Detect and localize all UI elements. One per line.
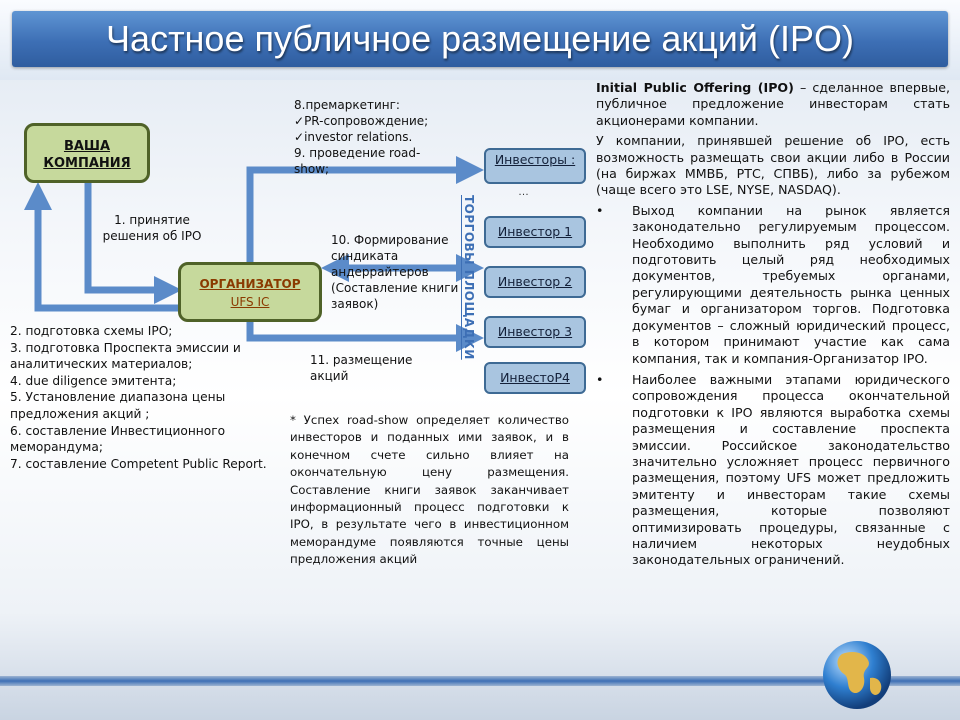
premarketing-item: ✓PR-сопровождение; [294, 113, 444, 129]
slide-title: Частное публичное размещение акций (IPO) [106, 18, 854, 59]
checkmark-icon: ✓ [294, 114, 305, 128]
arrow-organizer-to-company [24, 182, 178, 312]
investors-header-box: Инвесторы : [484, 148, 586, 184]
premarketing-item-label: investor relations. [304, 130, 413, 144]
bullet-item: • Наиболее важными этапами юридического с… [596, 372, 950, 569]
arrow-roadshow [246, 156, 484, 262]
organizer-subtitle: UFS IC [230, 295, 270, 309]
bullet-text: Наиболее важными этапами юридического со… [632, 371, 950, 568]
premarketing-title: 8.премаркетинг: [294, 98, 400, 112]
definition-text: – сделанное впервые, публичное предложен… [596, 80, 950, 128]
globe-icon [823, 641, 891, 709]
arrow-company-to-organizer [84, 183, 182, 304]
trading-platforms-label: ТОРГОВЫ ПЛОЩАДКИ [462, 195, 476, 360]
roadshow-note: * Успех road-show определяет количество … [290, 413, 569, 567]
step-1: 1. принятие решения об IPO [102, 213, 202, 243]
arrow-placement [246, 322, 484, 352]
steps-list-item: 7. составление Competent Public Report. [10, 456, 267, 471]
organizer-box: ОРГАНИЗАТОР UFS IC [178, 262, 322, 322]
bullet-icon: • [596, 202, 604, 218]
company-label: ВАША КОМПАНИЯ [43, 139, 131, 171]
description-panel: Initial Public Offering (IPO) – сделанно… [596, 80, 950, 574]
company-box: ВАША КОМПАНИЯ [24, 123, 150, 183]
steps-list: 2. подготовка схемы IPO; 3. подготовка П… [10, 323, 292, 472]
investors-ellipsis: … [518, 186, 529, 198]
premarketing-item-label: PR-сопровождение; [304, 114, 429, 128]
title-band [12, 11, 948, 67]
description-bullets: • Выход компании на рынок является законо… [596, 203, 950, 569]
step-10: 10. Формирование синдиката андеррайтеров… [331, 233, 459, 311]
premarketing-block: 8.премаркетинг: ✓PR-сопровождение; ✓inve… [294, 97, 444, 177]
footer-line [0, 676, 960, 686]
checkmark-icon: ✓ [294, 130, 305, 144]
definition-paragraph: Initial Public Offering (IPO) – сделанно… [596, 80, 950, 129]
investor-box-4: ИнвестоР4 [484, 362, 586, 394]
bullet-item: • Выход компании на рынок является законо… [596, 203, 950, 367]
steps-list-item: 5. Установление диапазона цены предложен… [10, 390, 226, 421]
steps-list-item: 3. подготовка Проспекта эмиссии и аналит… [10, 340, 241, 372]
organizer-title: ОРГАНИЗАТОР [199, 277, 301, 291]
definition-term: Initial Public Offering (IPO) [596, 80, 794, 95]
steps-list-item: 4. due diligence эмитента; [10, 373, 177, 388]
investor-box-1: Инвестор 1 [484, 216, 586, 248]
steps-list-item: 6. составление Инвестиционного меморанду… [10, 423, 226, 455]
paragraph-2: У компании, принявшей решение об IPO, ес… [596, 133, 950, 198]
investor-box-3: Инвестор 3 [484, 316, 586, 348]
step-11: 11. размещение акций [310, 353, 413, 383]
investor-box-2: Инвестор 2 [484, 266, 586, 298]
step-9: 9. проведение road-show; [294, 146, 421, 176]
premarketing-item: ✓investor relations. [294, 129, 444, 145]
bullet-text: Выход компании на рынок является законод… [632, 202, 950, 366]
bullet-icon: • [596, 371, 604, 387]
steps-list-item: 2. подготовка схемы IPO; [10, 324, 173, 338]
